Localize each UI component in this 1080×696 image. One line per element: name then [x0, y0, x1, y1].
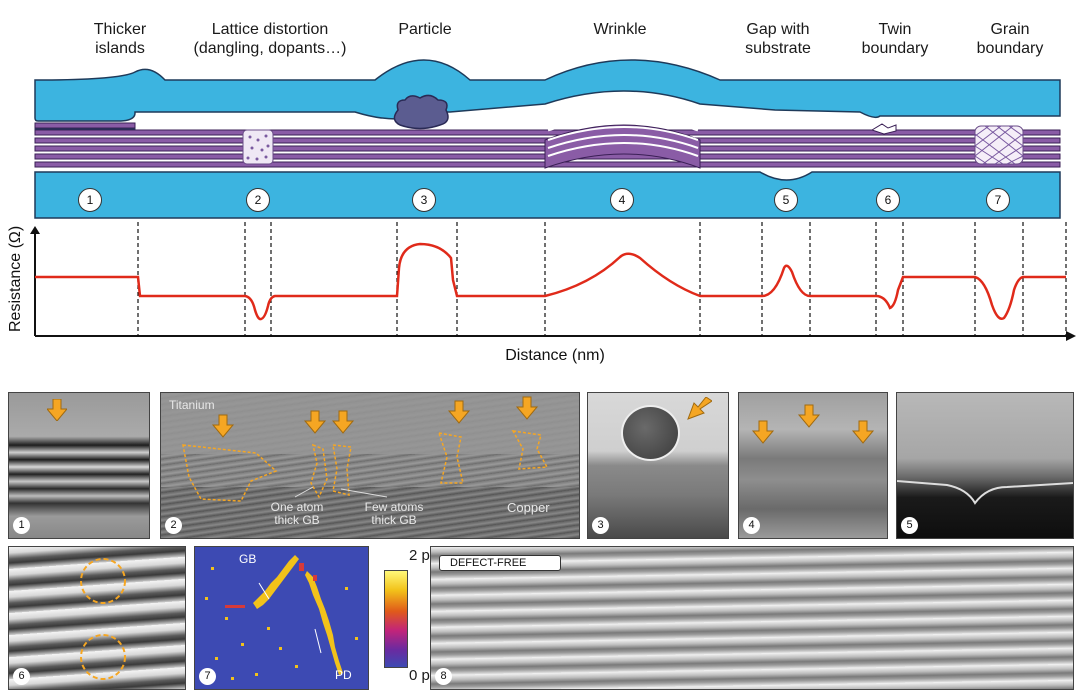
- panel-4-arrows: [751, 404, 875, 444]
- panel-6-micrograph: 6: [8, 546, 186, 690]
- panel-5-number: 5: [901, 517, 918, 534]
- marker-7: 7: [986, 188, 1010, 212]
- label-thicker-islands: Thicker islands: [93, 21, 147, 57]
- label-grain-boundary: Grain boundary: [976, 21, 1044, 57]
- label-gap-with-substrate: Gap with substrate: [745, 21, 811, 57]
- label-wrinkle: Wrinkle: [593, 21, 647, 38]
- y-axis-label: Resistance (Ω): [7, 226, 24, 332]
- particle-shape: [393, 94, 449, 130]
- panel-2-annotations: [182, 396, 549, 502]
- label-few-atoms-gb: Few atoms thick GB: [364, 500, 424, 527]
- twin-boundary-mark: [870, 123, 897, 135]
- current-colorbar: [384, 570, 408, 668]
- resistance-trace: [35, 242, 1066, 321]
- x-axis-label: Distance (nm): [505, 347, 605, 364]
- label-pd: PD: [335, 668, 352, 682]
- panel-8-number: 8: [435, 668, 452, 685]
- grain-boundary-region: [974, 125, 1024, 165]
- label-lattice-distortion: Lattice distortion (dangling, dopants…): [193, 21, 347, 57]
- dashed-guides: [137, 222, 1067, 336]
- panel-7-current-map: GB PD 7: [194, 546, 369, 690]
- panel-4-micrograph: 4: [738, 392, 888, 539]
- label-gb: GB: [239, 552, 257, 566]
- panel-5-micrograph: 5: [896, 392, 1074, 539]
- label-copper: Copper: [507, 500, 550, 515]
- panel-2-number: 2: [165, 517, 182, 534]
- label-twin-boundary: Twin boundary: [861, 21, 929, 57]
- arrow-icon: [687, 397, 712, 420]
- marker-1: 1: [78, 188, 102, 212]
- panel-2-micrograph: Titanium Copper One atom thick GB Few at…: [160, 392, 580, 539]
- top-electrode: [34, 59, 1061, 122]
- marker-6: 6: [876, 188, 900, 212]
- dopant-region: [242, 129, 274, 165]
- panel-4-number: 4: [743, 517, 760, 534]
- arrow-icon: [47, 399, 67, 421]
- marker-4: 4: [610, 188, 634, 212]
- panel-1-micrograph: 1: [8, 392, 150, 539]
- panel-7-number: 7: [199, 668, 216, 685]
- panel-3-micrograph: 3: [587, 392, 729, 539]
- panel-3-number: 3: [592, 517, 609, 534]
- panel-8-micrograph: DEFECT-FREE 8: [430, 546, 1074, 690]
- defect-free-badge: DEFECT-FREE: [439, 555, 561, 571]
- panel-1-number: 1: [13, 517, 30, 534]
- marker-3: 3: [412, 188, 436, 212]
- label-particle: Particle: [398, 21, 452, 38]
- label-titanium: Titanium: [169, 398, 215, 412]
- bottom-electrode: [34, 171, 1061, 219]
- label-one-atom-gb: One atom thick GB: [270, 500, 324, 527]
- marker-2: 2: [246, 188, 270, 212]
- resistance-axes: [34, 228, 1072, 337]
- marker-5: 5: [774, 188, 798, 212]
- panel-6-number: 6: [13, 668, 30, 685]
- wrinkle-bulge: [544, 124, 701, 169]
- device-schematic: Resistance (Ω) Distance (nm): [7, 59, 1076, 364]
- current-map-features: [205, 555, 358, 680]
